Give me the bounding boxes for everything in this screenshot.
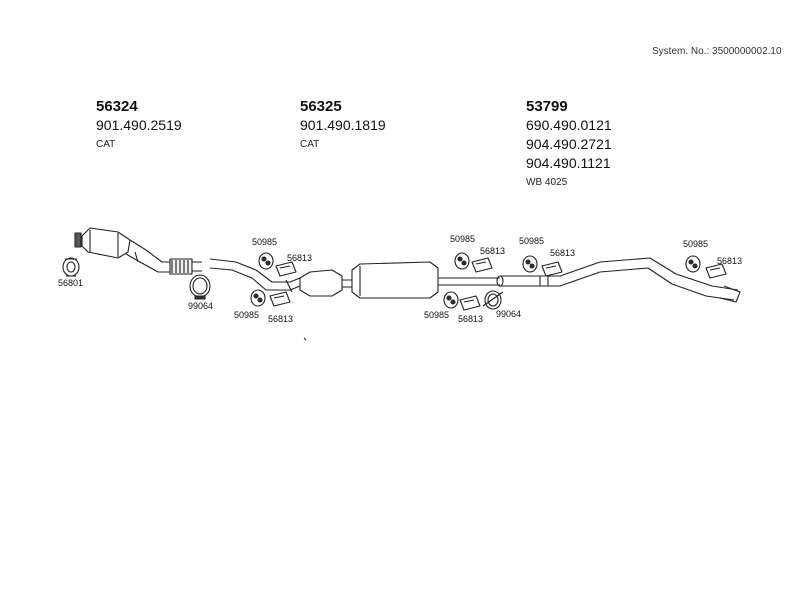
center-converter [299,269,352,297]
label-gasket: 56801 [58,278,83,288]
front-pipe-56325 [209,258,301,293]
gasket-56801 [62,257,80,277]
rubber-hanger-6 [685,255,701,273]
label-clamp-right: 99064 [496,309,521,319]
rubber-hanger-4 [443,291,459,309]
part-group-53799: 53799 690.490.0121 904.490.2721 904.490.… [526,98,612,191]
clamp-99064-right [482,290,504,310]
label-hanger-2: 50985 [234,310,259,320]
rubber-hanger-3 [454,252,470,270]
part-group-56325: 56325 901.490.1819 CAT [300,98,386,153]
label-strap-4: 56813 [458,314,483,324]
label-hanger-6: 50985 [683,239,708,249]
rear-pipe-53799 [496,257,741,303]
mounting-strap-2 [269,291,291,307]
mounting-strap-3 [471,257,493,273]
mounting-strap-4 [459,295,481,311]
part-number: 901.490.2519 [96,117,182,133]
group-note: CAT [96,139,116,150]
mounting-strap-6 [705,263,727,279]
group-number: 56325 [300,98,342,115]
label-hanger-4: 50985 [424,310,449,320]
label-hanger-1: 50985 [252,237,277,247]
part-number: 901.490.1819 [300,117,386,133]
label-strap-2: 56813 [268,314,293,324]
part-number: 690.490.0121 [526,117,612,133]
clamp-99064-left [189,274,211,300]
mounting-strap-5 [541,261,563,277]
rubber-hanger-2 [250,289,266,307]
middle-silencer [351,261,500,299]
group-note: WB 4025 [526,177,568,188]
label-strap-6: 56813 [717,256,742,266]
label-strap-5: 56813 [550,248,575,258]
label-hanger-5: 50985 [519,236,544,246]
part-group-56324: 56324 901.490.2519 CAT [96,98,182,153]
group-note: CAT [300,139,320,150]
system-number: System. No.: 3500000002.10 [652,46,782,57]
label-strap-3: 56813 [480,246,505,256]
label-strap-1: 56813 [287,253,312,263]
label-hanger-3: 50985 [450,234,475,244]
part-number: 904.490.2721 [526,136,612,152]
part-number: 904.490.1121 [526,155,611,171]
stray-mark [303,337,307,341]
group-number: 53799 [526,98,568,115]
rubber-hanger-5 [522,255,538,273]
group-number: 56324 [96,98,138,115]
mounting-strap-1 [275,261,297,277]
catalytic-converter-56324 [74,227,202,275]
label-clamp-left: 99064 [188,301,213,311]
rubber-hanger-1 [258,252,274,270]
